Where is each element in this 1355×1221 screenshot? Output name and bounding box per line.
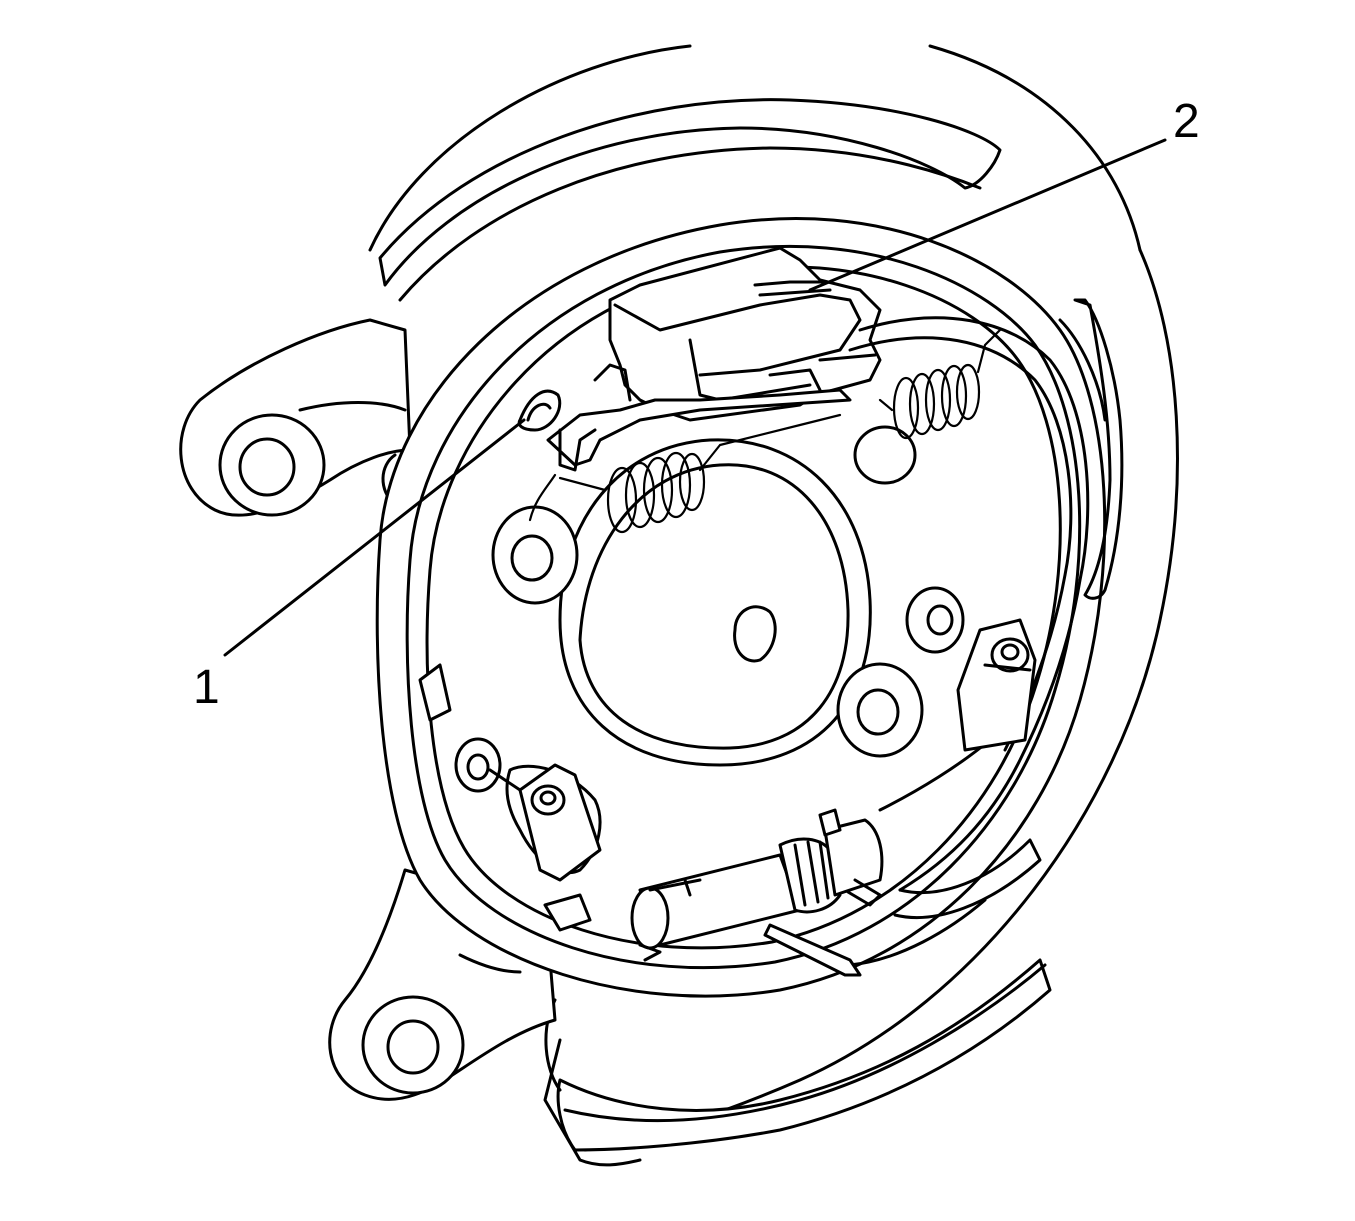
bolt-holes bbox=[454, 425, 965, 793]
brake-shoe bbox=[848, 316, 1090, 967]
leader-line-2 bbox=[808, 138, 1167, 292]
callout-leaders bbox=[223, 138, 1167, 657]
center-hub bbox=[558, 438, 872, 767]
return-spring-right bbox=[878, 328, 1002, 440]
hold-down-clip-right bbox=[956, 618, 1037, 752]
callout-1-label: 1 bbox=[193, 661, 220, 714]
upper-mounting-arm bbox=[179, 318, 412, 517]
adjuster-assembly bbox=[630, 808, 884, 977]
hold-down-clip-lower bbox=[418, 663, 602, 932]
return-spring-left bbox=[528, 413, 842, 534]
backing-plate-outer bbox=[368, 44, 1179, 1167]
leader-line-1 bbox=[223, 418, 526, 657]
callout-2-label: 2 bbox=[1173, 95, 1200, 148]
wheel-cylinder-assembly bbox=[517, 246, 882, 472]
